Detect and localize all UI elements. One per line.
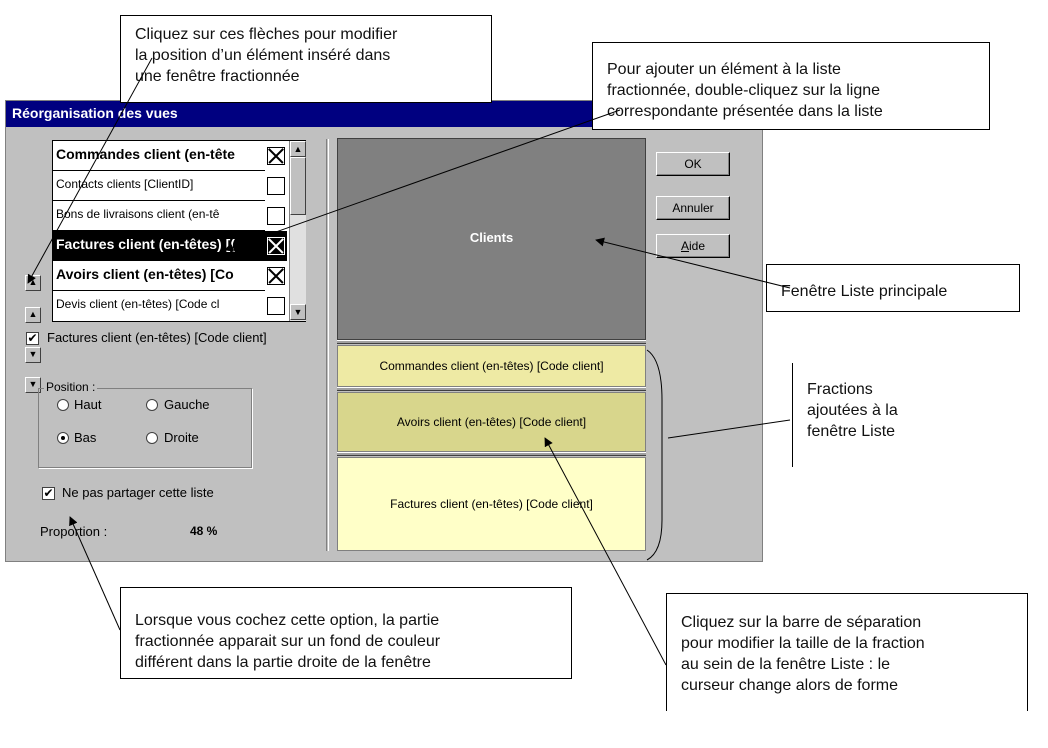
list-item-selected[interactable]: Factures client (en-têtes) [( — [53, 231, 287, 261]
callout-line: la position d’un élément inséré dans — [135, 47, 391, 64]
list-item-checkbox[interactable] — [267, 267, 285, 285]
views-listbox[interactable]: Commandes client (en-tête Contacts clien… — [52, 140, 306, 322]
scroll-down-icon[interactable]: ▼ — [290, 304, 306, 320]
pane-splitter[interactable] — [337, 340, 646, 344]
list-item[interactable]: Avoirs client (en-têtes) [Co — [53, 261, 265, 291]
list-item[interactable]: Contacts clients [ClientID] — [53, 171, 265, 201]
include-view-label: Factures client (en-têtes) [Code client] — [47, 330, 267, 345]
move-down-button[interactable]: ▼ — [25, 347, 41, 363]
list-scrollbar[interactable]: ▲ ▼ — [289, 141, 306, 321]
callout-line: pour modifier la taille de la fraction — [681, 635, 925, 652]
radio-haut-label: Haut — [74, 397, 102, 412]
move-up-icon: ▲ — [28, 309, 38, 319]
callout-line: Cliquez sur la barre de séparation — [681, 614, 922, 631]
list-item-checkbox[interactable] — [267, 147, 285, 165]
list-item-checkbox[interactable] — [267, 177, 285, 195]
callout-line: au sein de la fenêtre Liste : le — [681, 656, 891, 673]
proportion-label: Proportion : — [40, 524, 108, 539]
callout-line: Lorsque vous cochez cette option, la par… — [135, 612, 440, 629]
help-button[interactable]: Aide — [656, 234, 730, 258]
callout-arrows: Cliquez sur ces flèches pour modifier la… — [120, 15, 492, 103]
radio-droite-label: Droite — [164, 430, 199, 445]
pane-splitter[interactable] — [337, 452, 646, 456]
list-item[interactable]: Devis client (en-têtes) [Code cl — [56, 297, 220, 311]
callout-line: fractionnée, double-cliquez sur la ligne — [607, 82, 881, 99]
list-item-checkbox[interactable] — [267, 297, 285, 315]
callout-fractions: Fractions ajoutées à la fenêtre Liste — [792, 363, 992, 467]
callout-line: ajoutées à la — [807, 402, 898, 419]
callout-line: Fenêtre Liste principale — [781, 283, 948, 300]
position-group-label: Position : — [44, 380, 98, 394]
callout-splitter: Cliquez sur la barre de séparation pour … — [666, 593, 1028, 711]
fraction-pane-commandes: Commandes client (en-têtes) [Code client… — [337, 345, 646, 387]
radio-gauche-label: Gauche — [164, 397, 210, 412]
proportion-value: 48 % — [190, 524, 218, 538]
radio-gauche[interactable] — [146, 399, 158, 411]
fraction-pane-avoirs: Avoirs client (en-têtes) [Code client] — [337, 392, 646, 452]
no-share-checkbox[interactable]: ✔ — [42, 486, 55, 500]
fraction-pane-factures: Factures client (en-têtes) [Code client] — [337, 457, 646, 551]
callout-line: une fenêtre fractionnée — [135, 68, 300, 85]
callout-line: Pour ajouter un élément à la liste — [607, 61, 841, 78]
ok-button[interactable]: OK — [656, 152, 730, 176]
callout-line: fractionnée apparait sur un fond de coul… — [135, 633, 441, 650]
move-up-button[interactable]: ▲ — [25, 307, 41, 323]
list-item-checkbox[interactable] — [267, 237, 285, 255]
callout-line: fenêtre Liste — [807, 423, 896, 440]
vertical-divider — [326, 139, 329, 551]
move-bottom-icon: ▼ — [28, 379, 38, 389]
callout-line: curseur change alors de forme — [681, 677, 898, 694]
move-down-icon: ▼ — [28, 349, 38, 359]
list-item[interactable]: Commandes client (en-tête — [53, 141, 265, 171]
pane-splitter[interactable] — [337, 387, 646, 391]
callout-line: Cliquez sur ces flèches pour modifier — [135, 26, 398, 43]
move-top-icon: ▲ — [28, 277, 38, 287]
move-top-button[interactable]: ▲ — [25, 275, 41, 291]
main-pane-label: Clients — [469, 230, 514, 245]
callout-line: Fractions — [807, 381, 873, 398]
cancel-button[interactable]: Annuler — [656, 196, 730, 220]
scroll-thumb[interactable] — [290, 157, 306, 215]
radio-haut[interactable] — [57, 399, 69, 411]
radio-droite[interactable] — [146, 432, 158, 444]
include-view-checkbox[interactable]: ✔ — [26, 331, 39, 345]
callout-add-element: Pour ajouter un élément à la liste fract… — [592, 42, 990, 130]
callout-main-window: Fenêtre Liste principale — [766, 264, 1020, 312]
scroll-up-icon[interactable]: ▲ — [290, 141, 306, 157]
list-item[interactable]: Bons de livraisons client (en-tê — [53, 201, 265, 231]
callout-checkbox-option: Lorsque vous cochez cette option, la par… — [120, 587, 572, 679]
position-groupbox — [38, 388, 252, 468]
no-share-label: Ne pas partager cette liste — [62, 485, 214, 500]
callout-line: correspondante présentée dans la liste — [607, 103, 883, 120]
radio-bas-label: Bas — [74, 430, 97, 445]
callout-line: différent dans la partie droite de la fe… — [135, 654, 431, 671]
move-bottom-button[interactable]: ▼ — [25, 377, 41, 393]
radio-bas[interactable] — [57, 432, 69, 444]
reorganisation-dialog: Réorganisation des vues ▲ ▲ ▼ ▼ Commande… — [5, 100, 763, 562]
list-item-checkbox[interactable] — [267, 207, 285, 225]
main-list-pane: Clients — [337, 138, 646, 340]
